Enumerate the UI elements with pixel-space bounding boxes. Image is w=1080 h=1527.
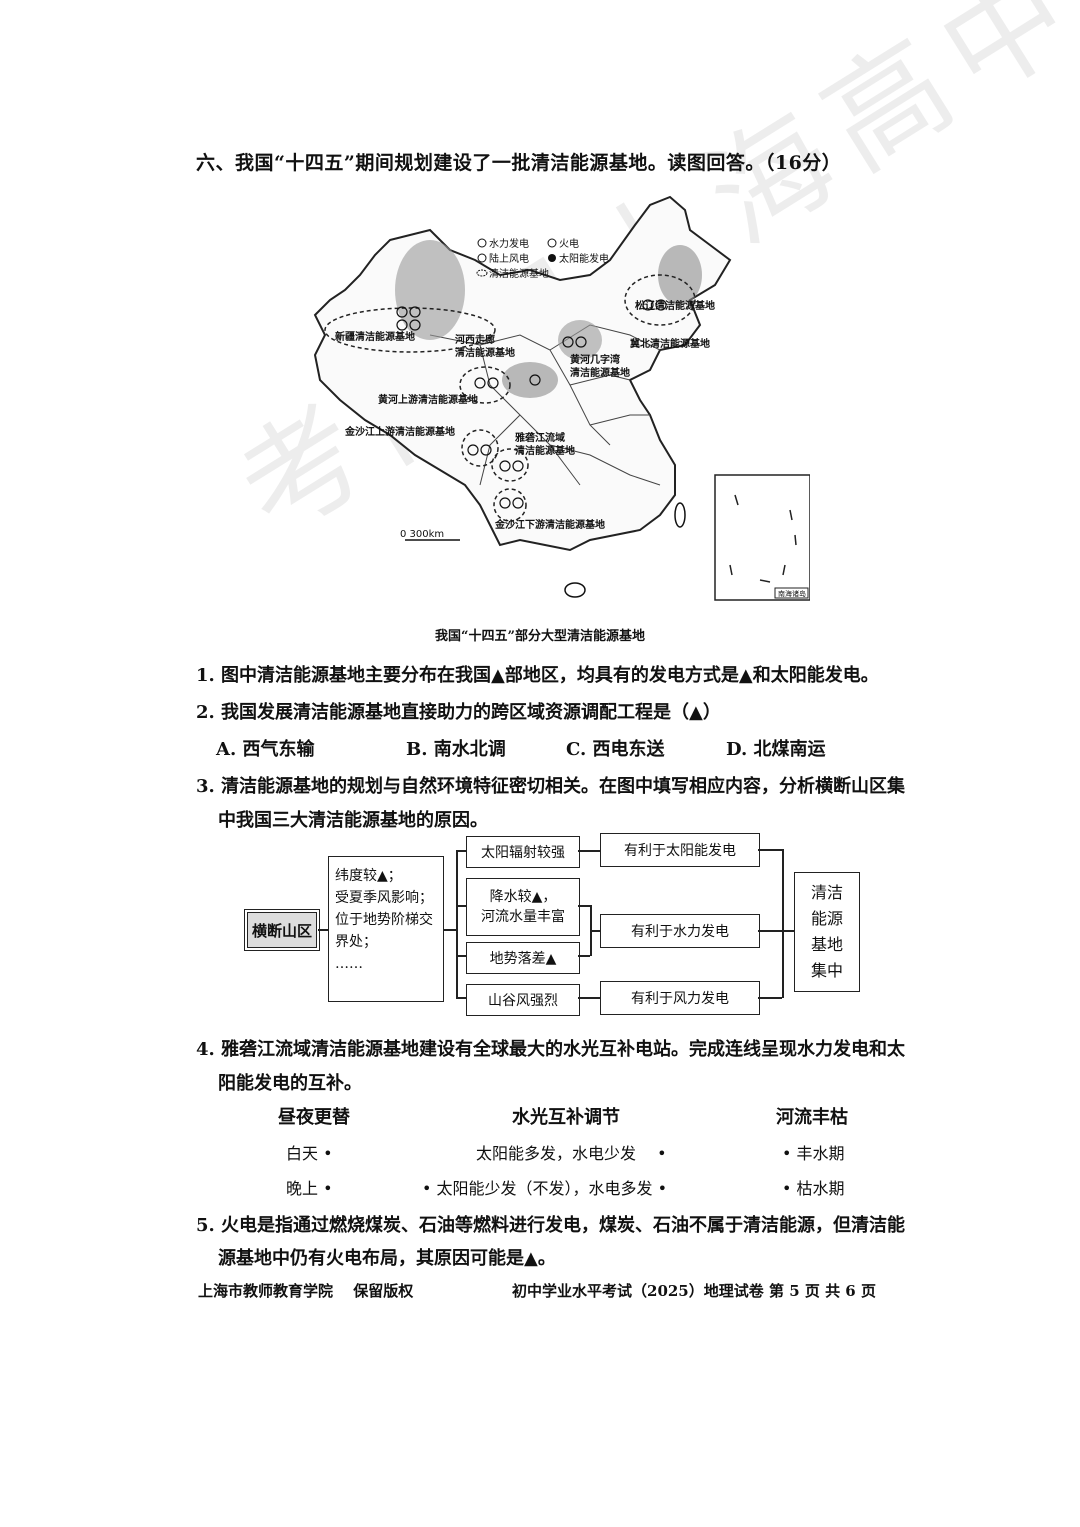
label-jinshashang: 金沙江上游清洁能源基地 [344,425,455,438]
footer-left: 上海市教师教育学院 保留版权 [198,1282,414,1300]
label-jinshaxia: 金沙江下游清洁能源基地 [494,518,605,531]
question-5-line-2: 源基地中仍有火电布局，其原因可能是▲。 [218,1248,556,1269]
question-heading: 六、我国“十四五”期间规划建设了一批清洁能源基地。读图回答。（16分） [196,152,842,174]
match-middle-solar-less[interactable]: • 太阳能少发（不发），水电多发 • [422,1179,668,1198]
question-1: 1. 图中清洁能源基地主要分布在我国▲部地区，均具有的发电方式是▲和太阳能发电。 [196,665,879,686]
option-d: D. 北煤南运 [726,739,826,760]
feature-1: 纬度较▲； [335,868,402,884]
feature-2: 受夏季风影响； [335,890,433,906]
feature-4: 界处； [335,934,377,950]
map-caption: 我国“十四五”部分大型清洁能源基地 [435,629,645,644]
label-hexi-2: 清洁能源基地 [455,346,515,359]
xinjiang-shade [395,240,465,340]
flow-start-box: 横断山区 [244,909,320,951]
label-songliao: 松辽清洁能源基地 [635,299,715,312]
legend-base: 清洁能源基地 [489,267,549,280]
legend-wind: 陆上风电 [489,252,529,265]
songliao-shade [658,245,702,305]
footer-right: 初中学业水平考试（2025）地理试卷 第 5 页 共 6 页 [512,1282,876,1300]
feature-3: 位于地势阶梯交 [335,912,433,928]
jibei-shade [558,320,602,360]
map-legend: 水力发电 火电 陆上风电 太阳能发电 清洁能源基地 [476,237,609,280]
benefit-hydro: 有利于水力发电 [600,914,760,948]
flow-end-box: 清洁能源基地集中 [794,872,860,992]
mid-box-precip: 降水较▲，河流水量丰富 [466,878,580,936]
label-yalong: 雅砻江流域 [515,431,565,444]
label-huangjiwan-2: 清洁能源基地 [570,366,630,379]
legend-thermal: 火电 [559,237,579,250]
match-middle-solar-more[interactable]: 太阳能多发，水电少发 • [476,1144,667,1163]
label-huangheshang: 黄河上游清洁能源基地 [378,393,478,406]
label-yalong-2: 清洁能源基地 [515,444,575,457]
matching-header-regulation: 水光互补调节 [512,1107,620,1128]
option-b: B. 南水北调 [406,739,506,760]
label-xinjiang: 新疆清洁能源基地 [335,330,415,343]
question-4-line-1: 4. 雅砻江流域清洁能源基地建设有全球最大的水光互补电站。完成连线呈现水力发电和… [196,1039,906,1060]
question-3-line-1: 3. 清洁能源基地的规划与自然环境特征密切相关。在图中填写相应内容，分析横断山区… [196,776,906,797]
question-4-line-2: 阳能发电的互补。 [218,1073,362,1094]
question-2: 2. 我国发展清洁能源基地直接助力的跨区域资源调配工程是（▲） [196,702,721,723]
legend-solar: 太阳能发电 [559,252,609,265]
label-jibei: 冀北清洁能源基地 [630,337,710,350]
matching-header-day-night: 昼夜更替 [278,1107,350,1128]
flow-features-box: 纬度较▲； 受夏季风影响； 位于地势阶梯交 界处； …… [328,856,444,1002]
matching-header-river: 河流丰枯 [776,1107,848,1128]
option-c: C. 西电东送 [566,739,665,760]
label-hexi: 河西走廊 [455,333,495,346]
energy-symbols [396,299,667,509]
option-a: A. 西气东输 [216,739,315,760]
match-right-dry[interactable]: • 枯水期 [782,1179,845,1198]
benefit-solar: 有利于太阳能发电 [600,833,760,867]
benefit-wind: 有利于风力发电 [600,981,760,1015]
question-5-line-1: 5. 火电是指通过燃烧煤炭、石油等燃料进行发电，煤炭、石油不属于清洁能源，但清洁… [196,1215,906,1236]
feature-5: …… [335,956,363,972]
match-left-night[interactable]: 晚上 • [286,1179,333,1198]
south-china-sea-inset [714,474,810,601]
inset-label: 南海诸岛 [778,589,806,598]
match-left-day[interactable]: 白天 • [286,1144,333,1163]
legend-hydro: 水力发电 [489,237,529,250]
question-3-line-2: 中我国三大清洁能源基地的原因。 [218,810,488,831]
mid-box-wind: 山谷风强烈 [466,984,580,1016]
mid-box-solar: 太阳辐射较强 [466,836,580,868]
mid-box-terrain: 地势落差▲ [466,942,580,974]
label-huangjiwan: 黄河几字湾 [570,353,620,366]
match-right-wet[interactable]: • 丰水期 [782,1144,845,1163]
scale-bar: 0 300km [400,529,444,540]
china-clean-energy-map: 水力发电 火电 陆上风电 太阳能发电 清洁能源基地 新疆清洁能源基地 河西走廊 … [313,195,810,601]
